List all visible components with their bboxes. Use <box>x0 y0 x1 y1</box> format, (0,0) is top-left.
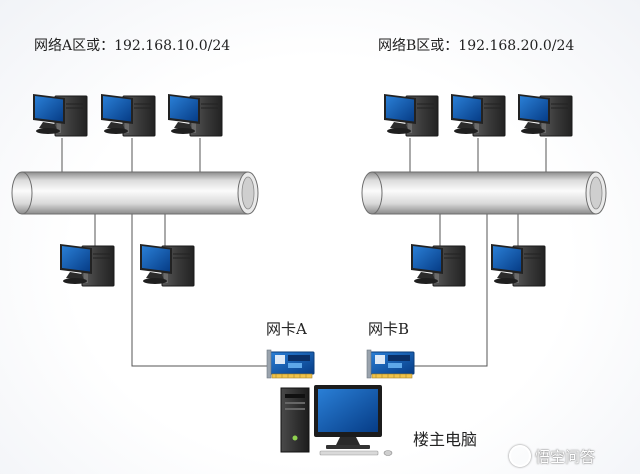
workstation-b-top-3-icon <box>517 93 573 137</box>
nic-b-icon <box>366 349 415 379</box>
nic-a-label: 网卡A <box>266 320 307 338</box>
nic-a-icon <box>266 349 315 379</box>
workstation-a-bottom-1-icon <box>59 243 115 287</box>
cable-a-to-nic <box>131 214 268 367</box>
backbone-a <box>11 171 259 215</box>
cables <box>61 138 547 367</box>
workstation-a-bottom-2-icon <box>139 243 195 287</box>
nic-b-label: 网卡B <box>368 320 410 338</box>
network-a-label: 网络A区或：192.168.10.0/24 <box>34 38 231 54</box>
host-computer-label: 楼主电脑 <box>413 430 478 449</box>
workstation-a-top-3-icon <box>167 93 223 137</box>
watermark: 悟空问答 <box>509 445 595 467</box>
network-b-label: 网络B区或：192.168.20.0/24 <box>378 38 575 54</box>
workstation-a-top-2-icon <box>100 93 156 137</box>
workstation-a-top-1-icon <box>32 93 88 137</box>
workstation-b-top-1-icon <box>383 93 439 137</box>
workstation-b-top-2-icon <box>450 93 506 137</box>
host-computer-icon <box>280 385 393 456</box>
workstation-b-bottom-1-icon <box>410 243 466 287</box>
watermark-text: 悟空问答 <box>535 447 596 466</box>
wukong-logo-icon <box>509 445 531 467</box>
backbone-b <box>361 171 607 215</box>
cable-b-to-nic <box>410 214 488 367</box>
workstation-b-bottom-2-icon <box>490 243 546 287</box>
